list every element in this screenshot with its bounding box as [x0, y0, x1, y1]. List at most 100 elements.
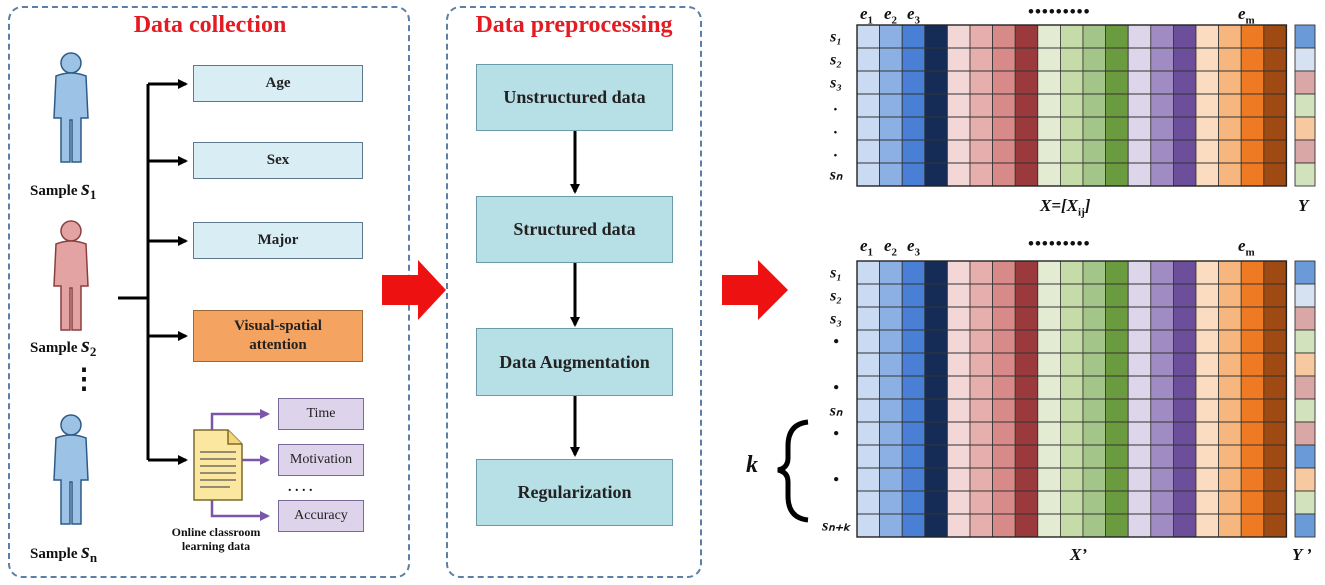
- data-preprocessing-title: Data preprocessing: [475, 12, 673, 38]
- person-icon-1: [48, 50, 94, 173]
- top-matrix-row-label: .: [834, 144, 838, 161]
- top-matrix-column: [1150, 24, 1174, 187]
- top-matrix-column: [901, 24, 926, 187]
- top-col-label-em: em: [1238, 4, 1255, 27]
- top-matrix-row-label: s₃: [829, 75, 842, 92]
- top-matrix-y-vector: [1294, 24, 1316, 187]
- bottom-matrix-y-cell: [1294, 398, 1316, 423]
- attribute-age: Age: [193, 65, 363, 102]
- red-arrow-2: [722, 260, 788, 320]
- top-matrix-y-cell: [1294, 162, 1316, 187]
- top-matrix-label: X=[Xij]: [1040, 196, 1091, 219]
- step-structured-data: Structured data: [476, 196, 673, 263]
- k-label: k: [746, 452, 758, 478]
- top-matrix-column: [879, 24, 903, 187]
- step-regularization: Regularization: [476, 459, 673, 526]
- bottom-y-label: Y ’: [1292, 545, 1312, 564]
- bottom-col-label-e1: e1: [860, 236, 874, 259]
- bottom-col-dots: •••••••••: [1028, 234, 1091, 253]
- bottom-matrix-row-label: •: [833, 380, 839, 397]
- sample-label-1: Sample s1: [30, 175, 97, 202]
- bottom-matrix-y-cell: [1294, 444, 1316, 469]
- top-matrix-column: [1127, 24, 1152, 187]
- top-y-label: Y: [1298, 196, 1309, 215]
- top-matrix-row-label: sₙ: [829, 167, 843, 184]
- bottom-matrix-row-label: •: [833, 334, 839, 351]
- bottom-matrix-row-label: s₃: [829, 311, 842, 328]
- step-data-augmentation: Data Augmentation: [476, 328, 673, 396]
- bottom-matrix-row-label: •: [833, 426, 839, 443]
- bottom-matrix-y-cell: [1294, 467, 1316, 492]
- top-matrix-column: [924, 24, 948, 187]
- top-matrix-y-cell: [1294, 24, 1316, 49]
- top-matrix-column: [992, 24, 1016, 187]
- top-matrix-column: [1218, 24, 1242, 187]
- bottom-matrix-y-cell: [1294, 490, 1316, 515]
- bottom-matrix-y-cell: [1294, 375, 1316, 400]
- top-matrix-y-cell: [1294, 70, 1316, 95]
- top-matrix-row-label: s₂: [829, 52, 842, 69]
- bottom-matrix-y-cell: [1294, 513, 1316, 538]
- vertical-dots: ⋮: [70, 364, 98, 395]
- person-icon-2: [48, 218, 94, 341]
- online-items-dots: . . . .: [288, 480, 313, 495]
- data-preprocessing-panel: [446, 6, 702, 578]
- top-matrix-column: [1105, 24, 1129, 187]
- top-matrix-y-cell: [1294, 116, 1316, 141]
- top-col-label-e2: e2: [884, 4, 898, 27]
- bottom-matrix-y-cell: [1294, 306, 1316, 331]
- top-matrix-column: [856, 24, 881, 187]
- bottom-col-label-em: em: [1238, 236, 1255, 259]
- bottom-matrix-y-cell: [1294, 260, 1316, 285]
- top-matrix-column: [1195, 24, 1220, 187]
- top-matrix-column: [1060, 24, 1084, 187]
- top-col-label-e1: e1: [860, 4, 874, 27]
- bottom-matrix-y-cell: [1294, 352, 1316, 377]
- top-matrix-y-cell: [1294, 93, 1316, 118]
- step-unstructured-data: Unstructured data: [476, 64, 673, 131]
- bottom-matrix-y-cell: [1294, 283, 1316, 308]
- bottom-matrix: [856, 260, 1288, 538]
- person-icon-3: [48, 412, 94, 535]
- red-arrow-1: [382, 260, 446, 320]
- top-matrix-column: [969, 24, 994, 187]
- attribute-major: Major: [193, 222, 363, 259]
- bottom-matrix-y-cell: [1294, 329, 1316, 354]
- top-matrix-row-label: .: [834, 121, 838, 138]
- attribute-visual-spatial-attention: Visual-spatial attention: [193, 310, 363, 362]
- top-matrix-column: [1173, 24, 1197, 187]
- sample-label-2: Sample s2: [30, 332, 97, 359]
- top-col-label-e3: e3: [907, 4, 921, 27]
- top-matrix-column: [1037, 24, 1061, 187]
- bottom-col-label-e2: e2: [884, 236, 898, 259]
- document-icon: [192, 428, 244, 507]
- top-matrix-column: [1082, 24, 1107, 187]
- top-matrix-row-label: s₁: [829, 29, 842, 46]
- bottom-matrix-row-label: s₂: [829, 288, 842, 305]
- top-matrix-column: [1263, 24, 1287, 187]
- sample-label-n: Sample sn: [30, 538, 98, 565]
- bottom-matrix-row-label: s₁: [829, 265, 842, 282]
- online-caption: Online classroom learning data: [171, 525, 261, 554]
- top-matrix-y-cell: [1294, 47, 1316, 72]
- bottom-matrix-y-vector: [1294, 260, 1316, 538]
- bottom-col-label-e3: e3: [907, 236, 921, 259]
- top-matrix-column: [1014, 24, 1039, 187]
- top-col-dots: •••••••••: [1028, 2, 1091, 21]
- bottom-matrix-row-label: •: [833, 472, 839, 489]
- online-item-time: Time: [278, 398, 364, 430]
- top-matrix: [856, 24, 1288, 187]
- bottom-matrix-y-cell: [1294, 421, 1316, 446]
- bottom-matrix-label: X’: [1070, 545, 1087, 564]
- attribute-sex: Sex: [193, 142, 363, 179]
- top-matrix-row-label: .: [834, 98, 838, 115]
- k-brace: [777, 419, 809, 523]
- bottom-matrix-row-label: sₙ: [829, 403, 843, 420]
- top-matrix-y-cell: [1294, 139, 1316, 164]
- online-item-motivation: Motivation: [278, 444, 364, 476]
- data-collection-title: Data collection: [133, 12, 287, 38]
- bottom-matrix-row-label: sₙ₊ₖ: [821, 518, 851, 535]
- top-matrix-column: [1240, 24, 1265, 187]
